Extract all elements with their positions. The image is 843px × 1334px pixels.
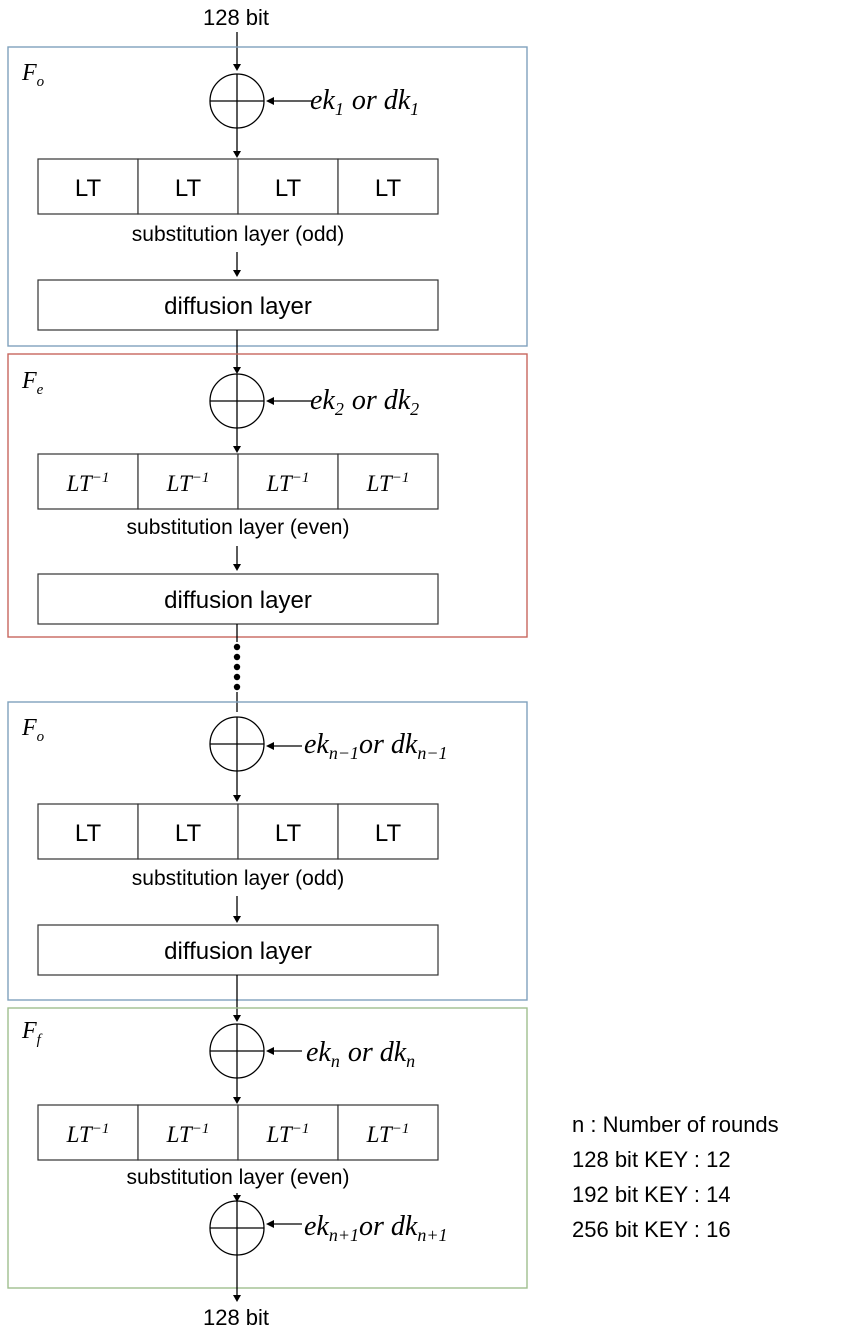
lt-cell: LT [275, 175, 302, 202]
lt-inverse-cell: LT−1 [366, 1121, 410, 1147]
xor-icon [209, 1200, 265, 1256]
diffusion-layer-label: diffusion layer [164, 293, 312, 320]
diffusion-layer-label: diffusion layer [164, 938, 312, 965]
diffusion-layer-label: diffusion layer [164, 587, 312, 614]
substitution-layer-label: substitution layer (odd) [132, 223, 344, 246]
round-frame [7, 46, 528, 347]
note-line: 256 bit KEY : 16 [572, 1217, 731, 1242]
diffusion-layer-box [37, 924, 439, 976]
note-line: n : Number of rounds [572, 1112, 779, 1137]
substitution-layer-cells: LT−1 LT−1 LT−1 LT−1 [37, 1104, 439, 1161]
round-name: Fe [21, 368, 44, 398]
substitution-layer-cells: LT LT LT LT [37, 803, 439, 860]
rounds-notes: n : Number of rounds 128 bit KEY : 12 19… [572, 1112, 779, 1242]
output-arrowhead [233, 1295, 241, 1302]
output-label: 128 bit [203, 1305, 269, 1330]
round-frame [7, 1007, 528, 1289]
note-line: 192 bit KEY : 14 [572, 1182, 731, 1207]
lt-inverse-cell: LT−1 [166, 470, 210, 496]
continuation-ellipsis [233, 624, 241, 691]
lt-inverse-cell: LT−1 [266, 1121, 310, 1147]
note-line: 128 bit KEY : 12 [572, 1147, 731, 1172]
round-name: Fo [21, 60, 45, 90]
substitution-layer-cells: LT LT LT LT [37, 158, 439, 215]
substitution-layer-label: substitution layer (even) [127, 516, 350, 539]
lt-cell: LT [275, 820, 302, 847]
round-name: Fo [21, 715, 45, 745]
round-name: Ff [21, 1018, 43, 1048]
lt-inverse-cell: LT−1 [66, 1121, 110, 1147]
input-label: 128 bit [203, 5, 269, 30]
lt-cell: LT [375, 175, 402, 202]
lt-inverse-cell: LT−1 [66, 470, 110, 496]
input-arrowhead [233, 64, 241, 71]
lt-cell: LT [75, 175, 102, 202]
lt-cell: LT [75, 820, 102, 847]
substitution-layer-label: substitution layer (even) [127, 1166, 350, 1189]
lt-inverse-cell: LT−1 [366, 470, 410, 496]
substitution-layer-cells: LT−1 LT−1 LT−1 LT−1 [37, 453, 439, 510]
xor-icon [209, 1023, 265, 1079]
lt-cell: LT [375, 820, 402, 847]
xor-icon [209, 716, 265, 772]
lt-inverse-cell: LT−1 [166, 1121, 210, 1147]
xor-icon [209, 373, 265, 429]
lt-cell: LT [175, 820, 202, 847]
substitution-layer-label: substitution layer (odd) [132, 867, 344, 890]
round-frame [7, 353, 528, 638]
round-frame [7, 701, 528, 1001]
diffusion-layer-box [37, 279, 439, 331]
lt-cell: LT [175, 175, 202, 202]
xor-icon [209, 73, 265, 129]
diffusion-layer-box [37, 573, 439, 625]
lt-inverse-cell: LT−1 [266, 470, 310, 496]
